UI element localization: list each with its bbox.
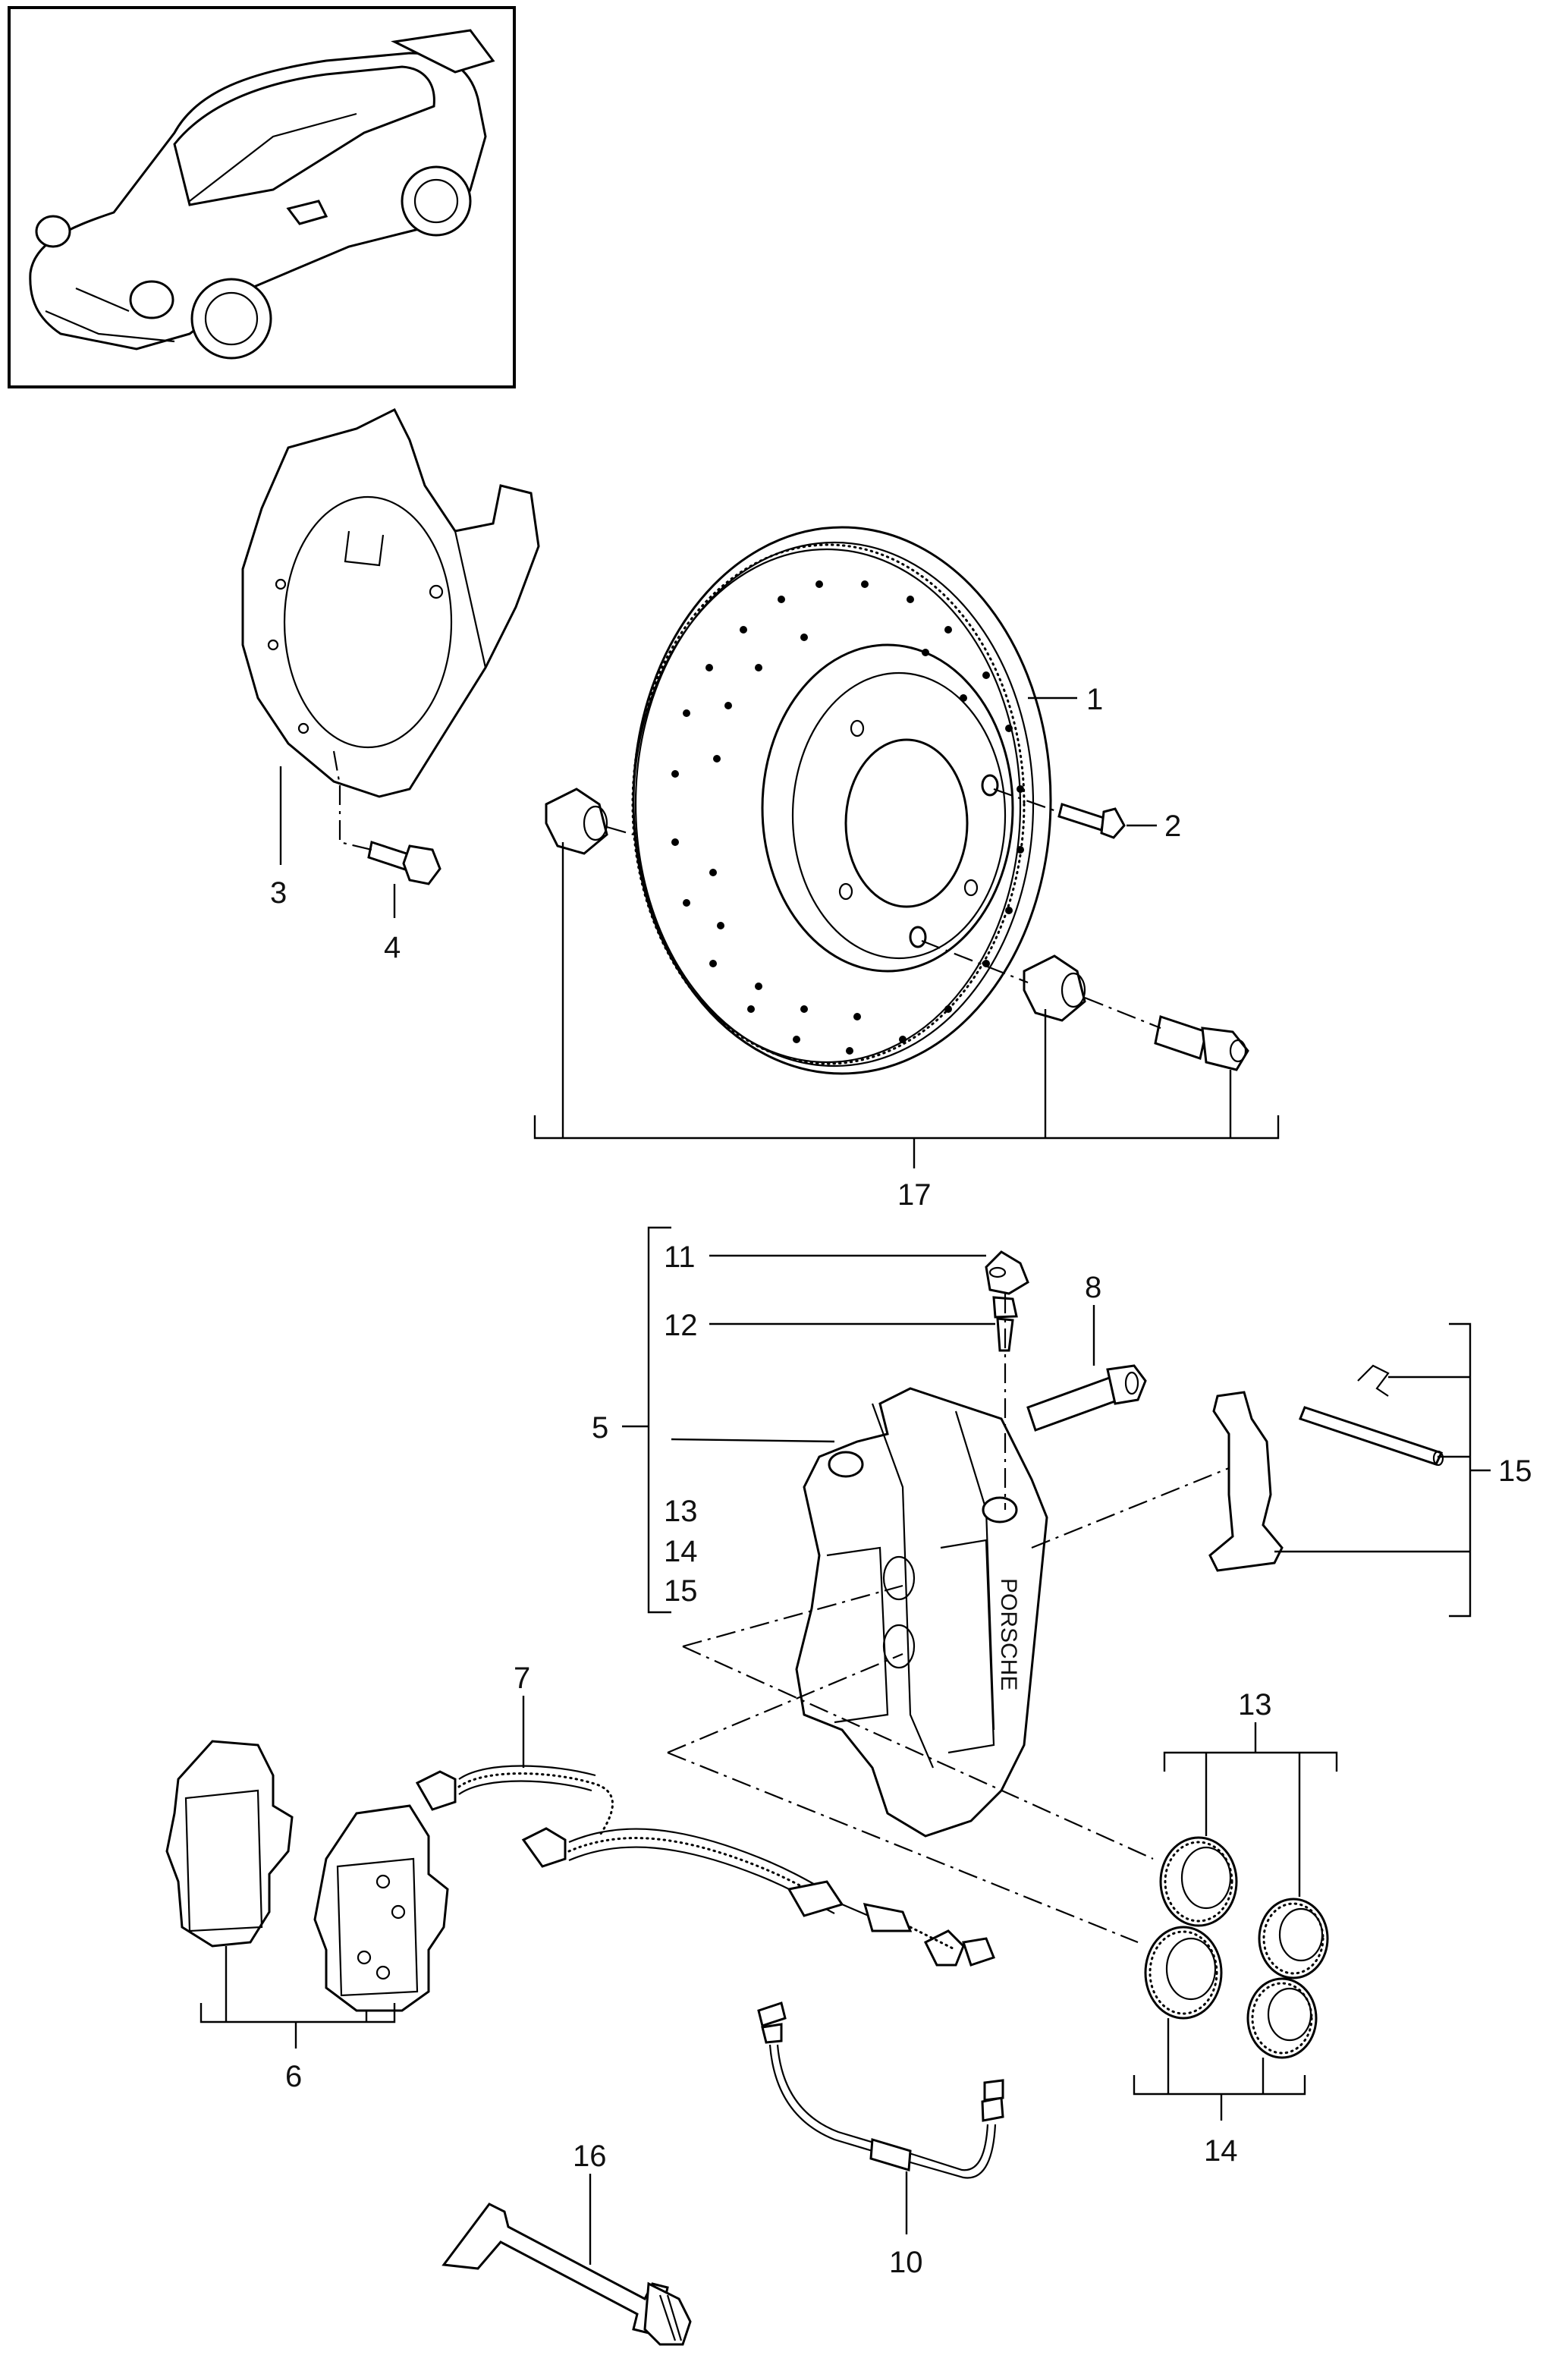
brake-dust-shield xyxy=(241,407,540,798)
callout-6: 6 xyxy=(285,2060,302,2093)
car-illustration xyxy=(29,29,495,360)
piston-seal-upper-left xyxy=(1159,1836,1238,1927)
pad-retaining-spring xyxy=(1208,1391,1284,1572)
callout-12: 12 xyxy=(664,1309,698,1342)
callout-8: 8 xyxy=(1085,1271,1101,1304)
vehicle-inset xyxy=(8,6,516,388)
callout-15-caliper: 15 xyxy=(664,1574,698,1608)
leader-lines xyxy=(200,696,1491,2265)
caliper-lettering: PORSCHE xyxy=(996,1578,1021,1690)
brake-pad-outer xyxy=(165,1740,294,1948)
callout-2: 2 xyxy=(1164,810,1181,843)
dust-shield-hex-bolt xyxy=(367,841,441,885)
callout-3: 3 xyxy=(270,876,287,910)
brake-caliper: PORSCHE xyxy=(795,1387,1048,1838)
disc-mounting-bushing-right xyxy=(1023,954,1086,1022)
disc-countersunk-screw xyxy=(1057,803,1126,839)
piston-dust-cover-lower-left xyxy=(1144,1926,1223,2020)
callout-1: 1 xyxy=(1086,683,1103,716)
piston-seal-upper-right xyxy=(1258,1898,1329,1979)
callout-7: 7 xyxy=(514,1662,530,1695)
brake-disc xyxy=(631,526,1052,1075)
disc-mounting-bolt xyxy=(1154,1015,1249,1071)
callout-10: 10 xyxy=(889,2246,923,2279)
callout-4: 4 xyxy=(384,931,401,964)
callout-14-caliper: 14 xyxy=(664,1535,698,1568)
callout-17: 17 xyxy=(897,1178,932,1212)
callout-5: 5 xyxy=(592,1411,608,1445)
callout-14-covers: 14 xyxy=(1204,2134,1238,2168)
disc-mounting-bushing-left xyxy=(545,788,608,855)
piston-dust-cover-lower-right xyxy=(1246,1977,1318,2059)
brake-line xyxy=(757,2001,1004,2179)
bleeder-valve-cap xyxy=(985,1250,1029,1295)
callout-11: 11 xyxy=(664,1240,696,1274)
callout-13-seals: 13 xyxy=(1238,1688,1272,1722)
pad-retaining-pin xyxy=(1299,1406,1444,1467)
assembly-paste-tube xyxy=(441,2203,692,2346)
pad-pin-clip xyxy=(1357,1364,1390,1397)
callout-15-spring: 15 xyxy=(1498,1454,1532,1488)
pad-wear-sensor xyxy=(415,1765,995,1967)
caliper-mounting-bolt xyxy=(1026,1364,1147,1432)
disc-drill-holes xyxy=(671,580,1024,1055)
callout-labels: 1 2 3 4 17 11 12 8 5 13 14 15 15 7 13 6 … xyxy=(270,683,1532,2279)
callout-13-caliper: 13 xyxy=(664,1495,698,1528)
callout-16: 16 xyxy=(573,2140,607,2173)
brake-pad-inner xyxy=(313,1804,449,2012)
